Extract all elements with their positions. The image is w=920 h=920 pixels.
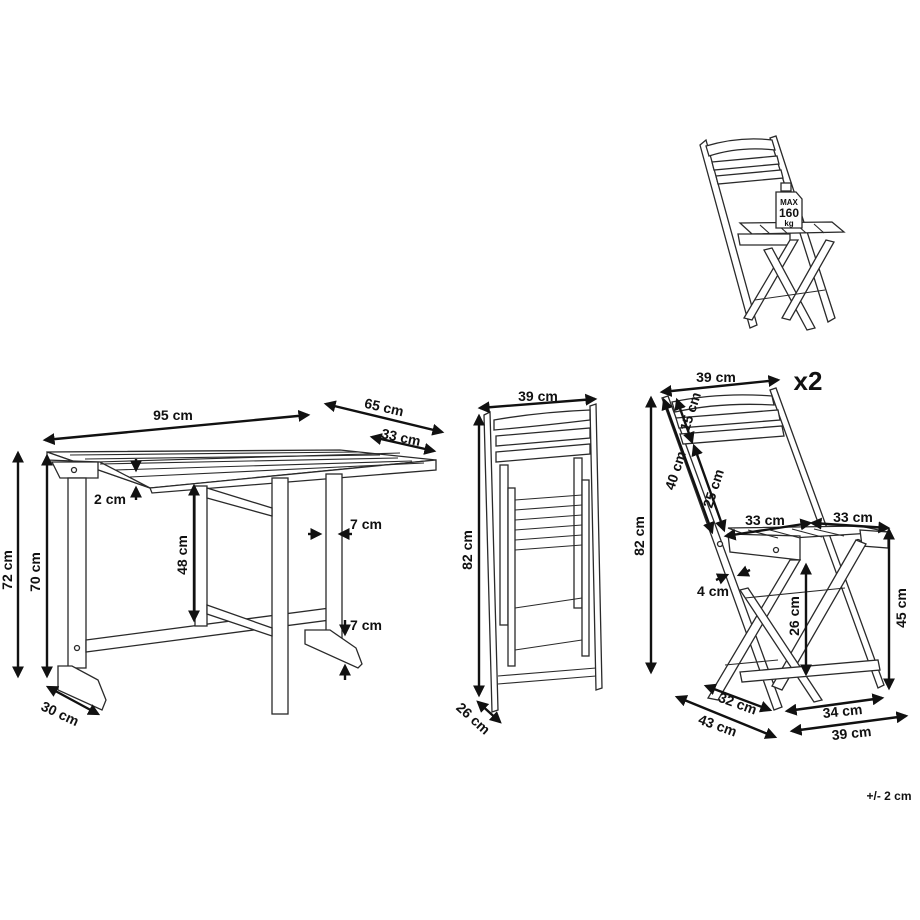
table-foot-height-label: 7 cm <box>350 617 382 633</box>
chair-frame-width-label: 4 cm <box>697 583 729 599</box>
chair-under-seat-label: 26 cm <box>786 596 802 636</box>
chair-base-inner-depth-label: 32 cm <box>716 689 759 718</box>
weight-unit-label: kg <box>784 219 793 228</box>
chair-base-outer-depth-label: 43 cm <box>696 711 739 740</box>
chair-seat-height-label: 45 cm <box>893 588 909 628</box>
table-drawing <box>46 449 437 715</box>
weight-max-label: MAX <box>780 198 798 207</box>
chair-base-outer-width-label: 39 cm <box>831 723 872 743</box>
open-chair-drawing <box>661 387 889 711</box>
open-chair-dimensions: x2 39 cm 82 cm 40 cm 15 cm 25 cm 33 cm 3… <box>631 366 909 743</box>
table-leg-width-label: 7 cm <box>350 516 382 532</box>
folded-chair-drawing <box>483 403 603 713</box>
table-height-to-top-label: 70 cm <box>27 552 43 592</box>
folded-chair-depth-label: 26 cm <box>453 699 493 737</box>
chair-height-label: 82 cm <box>631 516 647 556</box>
chair-back-length-label: 40 cm <box>662 449 689 492</box>
table-leaf-depth-label: 33 cm <box>380 425 422 449</box>
chair-seat-depth-label: 33 cm <box>833 509 873 525</box>
tolerance-note: +/- 2 cm <box>866 789 911 803</box>
folded-chair-height-label: 82 cm <box>459 530 475 570</box>
chair-load-illustration: MAX 160 kg <box>699 135 846 331</box>
table-top-thickness-label: 2 cm <box>94 491 126 507</box>
table-dimensions: 95 cm 65 cm 33 cm 2 cm 72 cm 70 cm 48 cm… <box>0 395 445 729</box>
quantity-label: x2 <box>794 366 823 396</box>
table-leg-clearance-label: 48 cm <box>174 535 190 575</box>
weight-icon: MAX 160 kg <box>775 182 803 229</box>
table-depth-label: 65 cm <box>363 395 405 420</box>
folded-chair-width-label: 39 cm <box>518 388 558 404</box>
table-length-label: 95 cm <box>153 407 193 423</box>
weight-value-label: 160 <box>779 206 799 220</box>
table-height-total-label: 72 cm <box>0 550 15 590</box>
chair-back-width-label: 39 cm <box>696 369 736 385</box>
chair-seat-width-label: 33 cm <box>745 512 785 528</box>
chair-base-inner-width-label: 34 cm <box>822 701 863 721</box>
